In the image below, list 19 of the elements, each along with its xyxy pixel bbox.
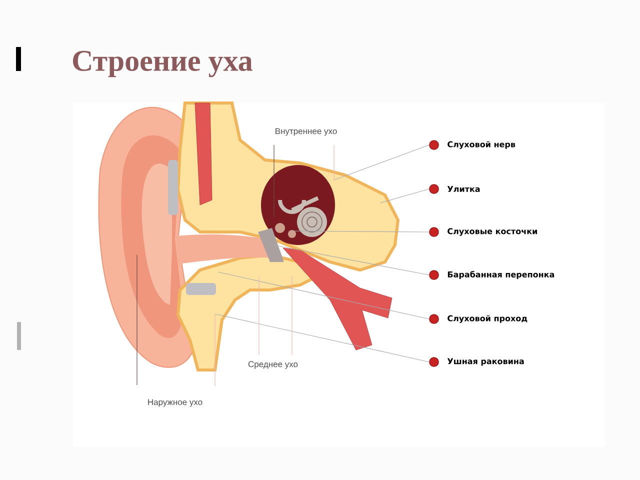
part-label: Ушная раковина <box>447 358 524 366</box>
leader-line <box>380 188 430 204</box>
part-label: Внутреннее ухо <box>276 128 337 136</box>
part-label: Слуховой нерв <box>448 141 516 149</box>
leader-line <box>136 254 138 386</box>
part-label: Улитка <box>447 186 480 192</box>
part-label: Слуховые косточки <box>448 228 537 236</box>
part-label: Среднее ухо <box>248 361 298 369</box>
leader-line <box>290 230 430 232</box>
part-label: Наружное ухо <box>148 399 202 407</box>
leader-line <box>214 314 216 386</box>
part-label: Слуховой проход <box>448 315 528 323</box>
leader-line <box>218 272 430 320</box>
part-label: Барабанная перепонка <box>448 271 554 279</box>
leader-line <box>258 276 260 356</box>
title: Строение уха <box>73 50 252 78</box>
leader-line <box>214 314 430 362</box>
leader-line <box>334 144 430 180</box>
leader-line <box>272 244 430 276</box>
